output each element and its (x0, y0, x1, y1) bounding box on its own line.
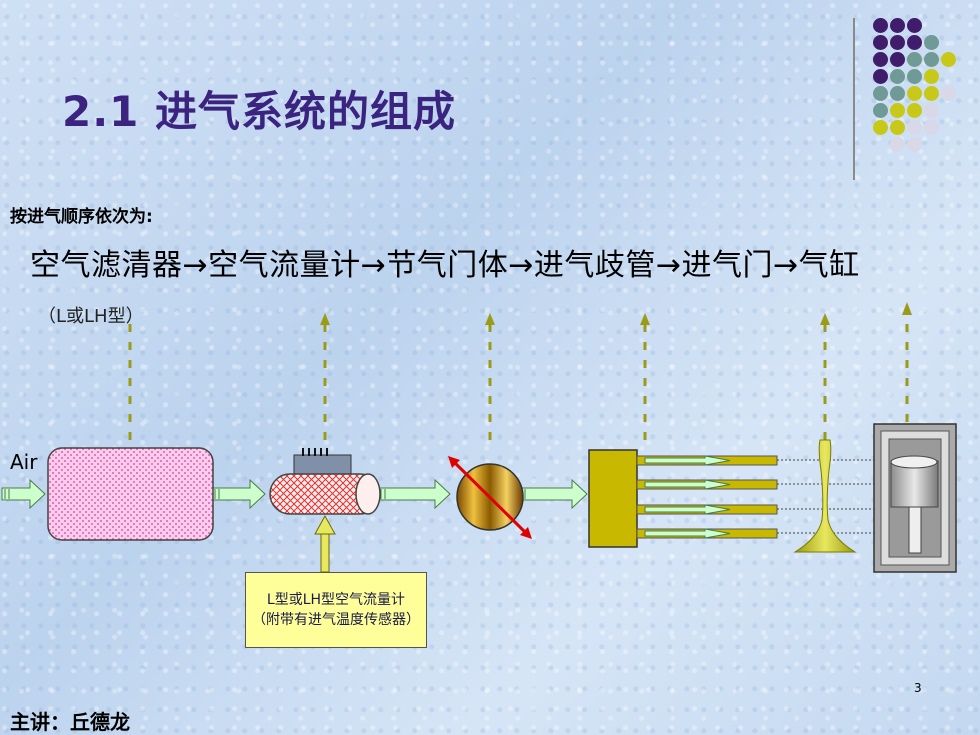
dot-teal (924, 35, 939, 50)
dot-purple (907, 18, 922, 33)
dot-teal (873, 86, 888, 101)
dot-yellow (941, 52, 956, 67)
slide-title: 2.1 进气系统的组成 (62, 87, 457, 136)
dot-yellow (924, 86, 939, 101)
air-flow-meter (269, 448, 381, 515)
intro-text: 按进气顺序依次为: (10, 207, 153, 227)
dot-light (907, 137, 922, 152)
dot-teal (924, 52, 939, 67)
cylinder (873, 423, 957, 573)
page-number: 3 (914, 681, 922, 695)
air-label: Air (10, 450, 38, 474)
dot-teal (890, 86, 905, 101)
dot-yellow (907, 103, 922, 118)
dot-purple (890, 52, 905, 67)
dot-purple (907, 35, 922, 50)
dot-purple (873, 18, 888, 33)
pointer-arrowheads (320, 302, 912, 325)
dot-purple (890, 35, 905, 50)
dot-yellow (890, 103, 905, 118)
dot-yellow (924, 69, 939, 84)
dot-teal (873, 103, 888, 118)
dot-yellow (890, 120, 905, 135)
dot-purple (873, 35, 888, 50)
dot-yellow (873, 120, 888, 135)
dot-purple (873, 52, 888, 67)
title-divider (853, 18, 855, 180)
dot-purple (890, 18, 905, 33)
intake-valve (793, 439, 857, 553)
dot-light (924, 120, 939, 135)
dot-purple (873, 69, 888, 84)
intake-manifold (588, 449, 880, 548)
dot-light (941, 86, 956, 101)
meter-box-line1: L型或LH型空气流量计 (266, 592, 406, 608)
flow-sequence: 空气滤清器→空气流量计→节气门体→进气歧管→进气门→气缸 (30, 248, 860, 283)
meter-box-line2: （附带有进气温度传感器） (252, 612, 420, 628)
air-filter (47, 447, 214, 541)
air-pipes (1, 478, 588, 510)
meter-box-connector (314, 514, 336, 573)
flow-meter-info-box: L型或LH型空气流量计 （附带有进气温度传感器） (245, 572, 427, 648)
flow-pointer-arrows (128, 315, 909, 440)
dot-teal (890, 69, 905, 84)
dot-yellow (907, 86, 922, 101)
dot-teal (907, 69, 922, 84)
presenter-footer: 主讲：丘德龙 (10, 710, 130, 734)
dot-light (890, 137, 905, 152)
meter-type-note: （L或LH型） (38, 306, 144, 327)
throttle-body (448, 456, 532, 539)
dot-light (924, 103, 939, 118)
dot-teal (907, 52, 922, 67)
dot-light (907, 120, 922, 135)
